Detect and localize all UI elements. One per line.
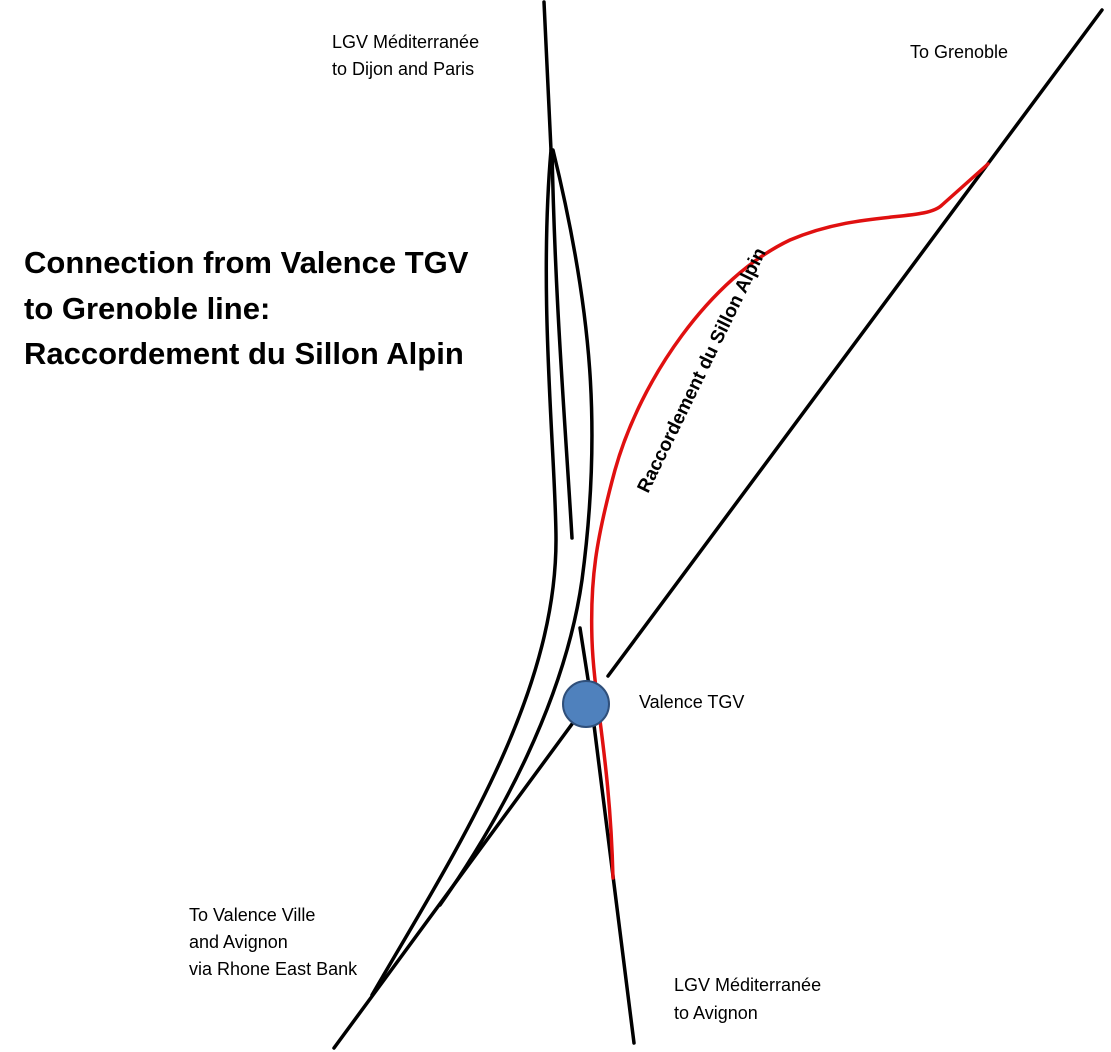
label-lgv-north-line-2: to Dijon and Paris	[332, 59, 474, 79]
label-lgv-north-line-1: LGV Méditerranée	[332, 32, 479, 52]
valence-ville-track	[332, 718, 577, 1050]
diagram-title: Connection from Valence TGV to Grenoble …	[24, 245, 477, 371]
sillon-alpin-connection	[589, 162, 990, 880]
label-valence-ville-line-3: via Rhone East Bank	[189, 959, 358, 979]
grenoble-line-track	[606, 8, 1104, 678]
bundle-spur-track	[550, 148, 574, 540]
label-valence-tgv: Valence TGV	[639, 692, 744, 712]
label-valence-ville-line-1: To Valence Ville	[189, 905, 315, 925]
label-to-grenoble: To Grenoble	[910, 42, 1008, 62]
lgv-south-track	[592, 723, 636, 1045]
valence-tgv-station-marker	[562, 680, 610, 728]
label-lgv-south-line-2: to Avignon	[674, 1003, 758, 1023]
lgv-north-track	[542, 0, 553, 152]
label-valence-ville: To Valence Ville and Avignon via Rhone E…	[189, 905, 358, 979]
bundle-inner-track	[438, 148, 594, 907]
label-lgv-south: LGV Méditerranée to Avignon	[674, 975, 826, 1023]
label-valence-ville-line-2: and Avignon	[189, 932, 288, 952]
title-line-3: Raccordement du Sillon Alpin	[24, 336, 464, 371]
label-lgv-south-line-1: LGV Méditerranée	[674, 975, 821, 995]
title-line-1: Connection from Valence TGV	[24, 245, 469, 280]
title-line-2: to Grenoble line:	[24, 291, 270, 326]
label-sillon-alpin: Raccordement du Sillon Alpin	[634, 245, 771, 496]
label-lgv-north: LGV Méditerranée to Dijon and Paris	[332, 32, 484, 79]
bundle-outer-track	[370, 148, 558, 997]
